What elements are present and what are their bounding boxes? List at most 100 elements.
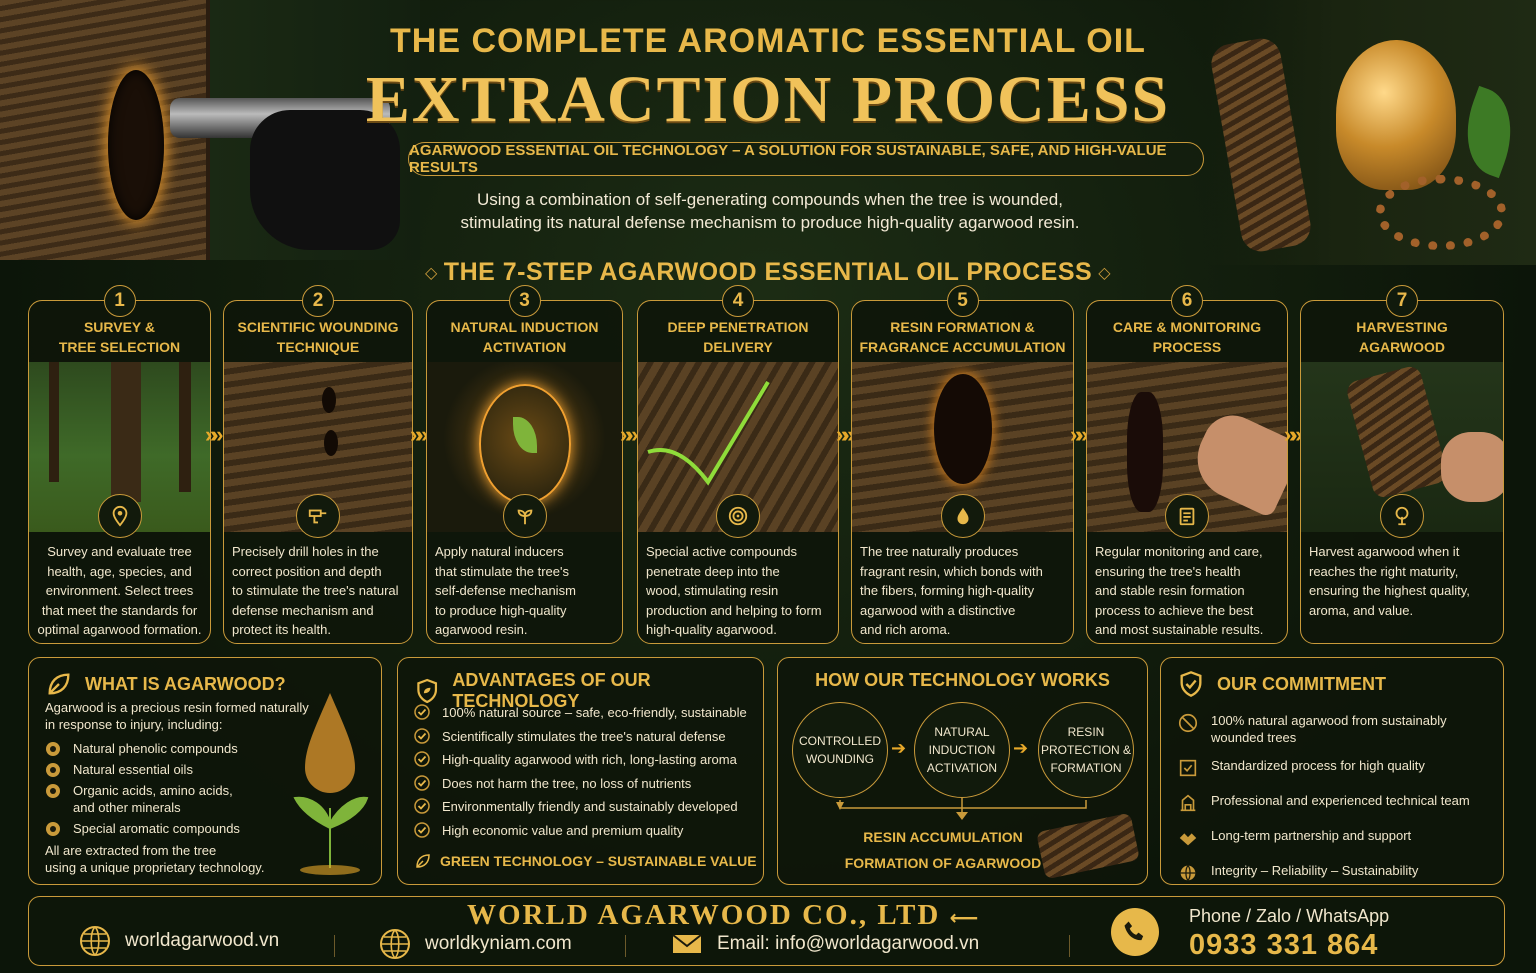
phone-icon xyxy=(1111,908,1159,956)
text-line: NATURAL INDUCTION xyxy=(450,319,599,335)
step-title: CARE & MONITORING PROCESS xyxy=(1091,317,1283,357)
gloved-hand-art xyxy=(250,110,400,250)
text-line: NATURAL xyxy=(934,725,990,739)
target-icon xyxy=(716,494,760,538)
text-line: GREEN TECHNOLOGY – SUSTAINABLE VALUE xyxy=(440,853,757,869)
website-link-2[interactable]: worldkyniam.com xyxy=(379,928,572,960)
text-line: PROCESS xyxy=(1152,339,1222,355)
building-icon xyxy=(1180,794,1196,812)
text-line: CARE & MONITORING xyxy=(1112,319,1262,335)
text-line: optimal agarwood formation. xyxy=(37,622,202,637)
text-line: using a unique proprietary technology. xyxy=(45,860,265,875)
text-line: Organic acids, amino acids, xyxy=(73,783,233,798)
text-line: AGARWOOD xyxy=(1358,339,1446,355)
text-line: the fibers, forming high-quality xyxy=(860,583,1035,598)
check-circle-icon xyxy=(414,774,430,791)
divider xyxy=(1069,935,1070,957)
list-item: Standardized process for high quality xyxy=(1177,757,1497,779)
shield-check-icon xyxy=(1180,671,1202,697)
text-line: protect its health. xyxy=(232,622,331,637)
list-item: 100% natural source – safe, eco-friendly… xyxy=(414,704,754,721)
molecule-icon xyxy=(46,822,60,836)
text-line: and other minerals xyxy=(73,800,181,815)
text-line: 100% natural agarwood from sustainably xyxy=(1211,713,1447,728)
website-link-1[interactable]: worldagarwood.vn xyxy=(79,925,279,957)
text-line: Agarwood is a precious resin formed natu… xyxy=(45,700,309,715)
text-line: agarwood with a distinctive xyxy=(860,602,1016,618)
text-line: Natural phenolic compounds xyxy=(73,741,238,756)
text-line: environment. Select trees xyxy=(45,583,194,598)
check-circle-icon xyxy=(414,798,430,814)
text-line: ensuring the highest quality, xyxy=(1309,583,1470,598)
email-link[interactable]: Email: info@worldagarwood.vn xyxy=(671,928,979,960)
text-line: Long-term partnership and support xyxy=(1211,828,1412,843)
step-arrow-icon: »» xyxy=(1070,422,1089,447)
panel-heading: HOW OUR TECHNOLOGY WORKS xyxy=(815,670,1110,690)
molecule-icon xyxy=(46,763,60,777)
subtitle-text: AGARWOOD ESSENTIAL OIL TECHNOLOGY – A SO… xyxy=(409,142,1167,176)
drop-icon xyxy=(940,494,985,538)
step-title: DEEP PENETRATION DELIVERY xyxy=(642,317,834,357)
phone-number[interactable]: 0933 331 864 xyxy=(1189,929,1379,961)
text-line: process to achieve the best xyxy=(1095,602,1254,618)
step-number: 7 xyxy=(1386,285,1418,317)
text-line: Special active compounds xyxy=(646,544,798,559)
check-circle-icon xyxy=(414,704,430,720)
check-circle-icon xyxy=(414,727,430,744)
text-line: The tree naturally produces xyxy=(860,544,1019,559)
text-line: DEEP PENETRATION xyxy=(667,319,809,335)
text-line: that meet the standards for xyxy=(41,602,198,618)
advantages-footer: GREEN TECHNOLOGY – SUSTAINABLE VALUE xyxy=(414,852,757,870)
list-item: Organic acids, amino acids, and other min… xyxy=(45,782,275,816)
text-line: PROTECTION & xyxy=(1040,743,1131,757)
step-card-1: 1 SURVEY &TREE SELECTION Survey and eval… xyxy=(28,285,211,644)
text-line: penetrate deep into the xyxy=(646,563,780,579)
text-line: reaches the right maturity, xyxy=(1309,563,1459,579)
text-line: that stimulate the tree's xyxy=(435,563,569,579)
text-line: Standardized process for high quality xyxy=(1211,758,1425,773)
diamond-ornament-icon: ◇ xyxy=(424,265,438,283)
text-line: FORMATION OF AGARWOOD xyxy=(844,855,1042,871)
text-line: Regular monitoring and care, xyxy=(1095,544,1263,559)
intro-line-1: Using a combination of self-generating c… xyxy=(477,190,1063,209)
text-line: and stable resin formation xyxy=(1095,583,1245,598)
text-line: FRAGRANCE ACCUMULATION xyxy=(859,339,1066,355)
arrow-right-icon: ➔ xyxy=(1013,738,1029,758)
text-line: High-quality agarwood with rich, long-la… xyxy=(442,752,737,767)
step-number: 6 xyxy=(1171,285,1203,317)
prayer-beads-art xyxy=(1376,175,1506,250)
arrow-right-icon: ➔ xyxy=(891,738,907,758)
step-number: 1 xyxy=(103,285,136,317)
text-line: All are extracted from the tree xyxy=(45,843,217,858)
incense-burner-art xyxy=(1336,40,1456,190)
text-line: WORLD AGARWOOD CO., LTD xyxy=(467,899,941,931)
step-description: Special active compounds penetrate deep i… xyxy=(646,542,830,640)
step-title: RESIN FORMATION & FRAGRANCE ACCUMULATION xyxy=(856,317,1069,357)
list-item: Natural essential oils xyxy=(45,761,275,778)
steps-heading: ◇THE 7-STEP AGARWOOD ESSENTIAL OIL PROCE… xyxy=(0,258,1536,287)
text-line: DELIVERY xyxy=(703,339,773,355)
text-line: worldkyniam.com xyxy=(425,933,572,954)
text-line: ACTIVATION xyxy=(926,761,998,775)
text-line: RESIN FORMATION & xyxy=(890,319,1035,335)
text-line: ADVANTAGES OF OUR TECHNOLOGY xyxy=(452,670,651,711)
subtitle-banner: AGARWOOD ESSENTIAL OIL TECHNOLOGY – A SO… xyxy=(408,142,1204,176)
text-line: aroma, and value. xyxy=(1309,602,1414,618)
globe-hands-icon xyxy=(1180,865,1196,881)
arrow-left-icon: ⟵ xyxy=(949,905,981,930)
step-number: 2 xyxy=(302,285,334,317)
list-item: Professional and experienced technical t… xyxy=(1177,792,1497,814)
title-line-1: THE COMPLETE AROMATIC ESSENTIAL OIL xyxy=(390,22,1146,60)
text-line: Scientifically stimulates the tree's nat… xyxy=(442,728,726,744)
globe-icon xyxy=(80,926,110,956)
step-arrow-icon: »» xyxy=(410,422,429,447)
panel-heading: ADVANTAGES OF OUR TECHNOLOGY xyxy=(414,670,763,712)
